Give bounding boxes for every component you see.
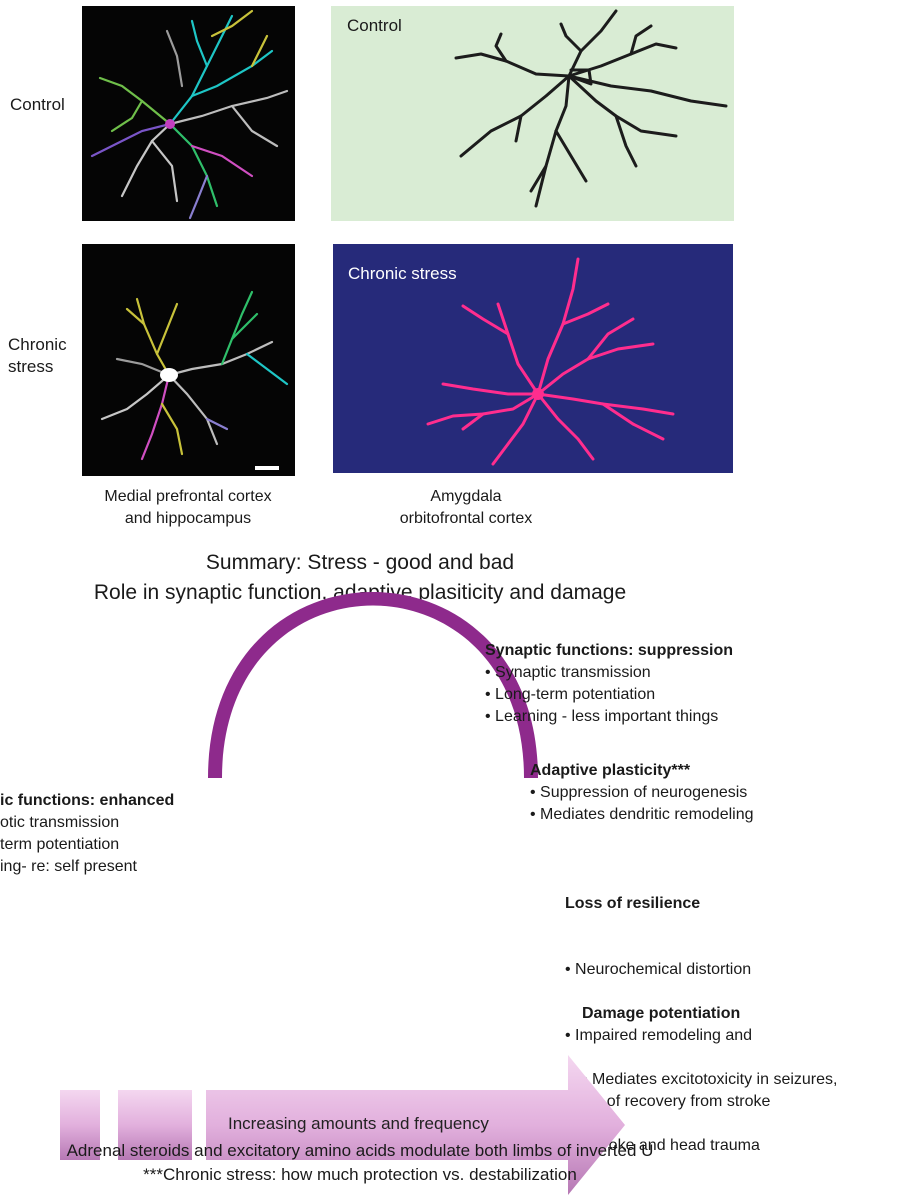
footer-line-2: ***Chronic stress: how much protection v… xyxy=(0,1163,720,1186)
arrow-label: Increasing amounts and frequency xyxy=(228,1114,489,1134)
footer-line-1: Adrenal steroids and excitatory amino ac… xyxy=(0,1139,720,1162)
